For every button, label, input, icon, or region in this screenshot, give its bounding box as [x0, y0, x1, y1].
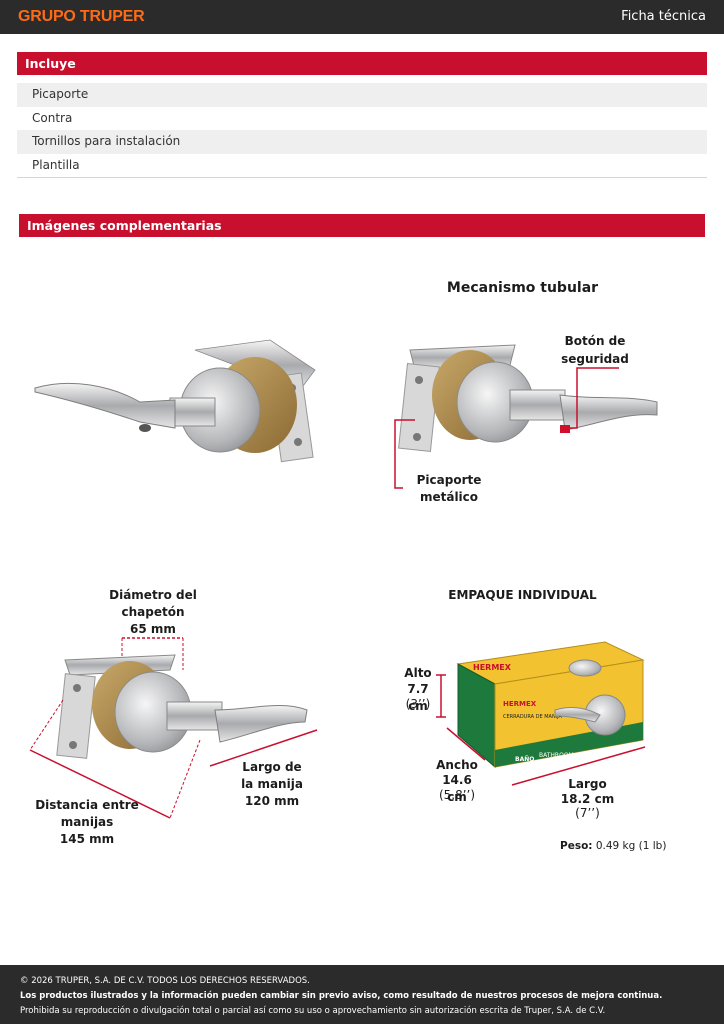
footer-notice: Los productos ilustrados y la informació… — [20, 991, 663, 1001]
dimensions-image — [29, 637, 318, 819]
diameter-label-line-2: chapetón — [121, 605, 185, 619]
distance-label-line-2: manijas — [60, 815, 114, 829]
height-label-line-3: (3’’) — [405, 697, 431, 711]
button-label-line-2: seguridad — [561, 352, 629, 366]
box-brand-front: HERMEX — [503, 700, 537, 708]
weight-info: Peso: 0.49 kg (1 lb) — [560, 838, 675, 855]
handle-length-line-3: 120 mm — [244, 794, 300, 808]
distance-label-line-3: 145 mm — [59, 832, 115, 846]
box-brand: HERMEX — [473, 663, 512, 672]
lever-lock-image — [34, 339, 316, 463]
width-label-line-1: Ancho — [436, 758, 478, 772]
diameter-label-line-3: 65 mm — [130, 622, 176, 636]
footer-copyright: © 2026 TRUPER, S.A. DE C.V. TODOS LOS DE… — [20, 976, 310, 986]
list-item: Contra — [32, 110, 73, 125]
width-label-line-3: (5.8’’) — [438, 788, 476, 802]
package-dimension-lines — [436, 674, 646, 786]
length-label-line-3: (7’’) — [575, 806, 600, 820]
height-label-line-1: Alto — [404, 666, 432, 680]
height-label-line-2: 7.7 cm — [407, 682, 429, 713]
length-label-line-2: 18.2 cm — [560, 792, 615, 806]
box-text-3: BATHROOM — [539, 752, 574, 759]
list-item: Plantilla — [32, 157, 80, 172]
button-label-line-1: Botón de — [564, 334, 626, 348]
handle-length-line-1: Largo de — [242, 760, 302, 774]
brand-logo: GRUPO TRUPER — [18, 8, 145, 25]
length-label-line-1: Largo — [568, 777, 607, 791]
width-label-line-2: 14.6 cm — [442, 773, 472, 804]
weight-value: 0.49 kg (1 lb) — [595, 840, 667, 852]
images-section-title: Imágenes complementarias — [19, 214, 705, 237]
mechanism-title: Mecanismo tubular — [446, 280, 599, 296]
footer-prohibition: Prohibida su reproducción o divulgación … — [20, 1006, 606, 1016]
list-item: Tornillos para instalación — [17, 130, 707, 154]
latch-label: Picaporte metálico — [416, 473, 482, 504]
distance-label-line-1: Distancia entre — [35, 798, 139, 812]
mechanism-image — [394, 344, 658, 489]
box-text-1: CERRADURA DE MANIJA — [503, 714, 563, 720]
package-box-image: HERMEX HERMEX CERRADURA DE MANIJA BAÑO B… — [456, 641, 645, 769]
includes-list: Picaporte Contra Tornillos para instalac… — [17, 83, 707, 178]
weight-label: Peso: — [560, 840, 593, 852]
box-text-2: BAÑO — [515, 756, 534, 763]
footer: © 2026 TRUPER, S.A. DE C.V. TODOS LOS DE… — [0, 965, 724, 1024]
handle-length-line-2: la manija — [241, 777, 303, 791]
diameter-label-line-1: Diámetro del — [109, 588, 197, 602]
top-bar: GRUPO TRUPER Ficha técnica — [0, 0, 724, 34]
list-item: Picaporte — [17, 83, 707, 107]
includes-section-title: Incluye — [17, 52, 707, 75]
package-title: EMPAQUE INDIVIDUAL — [448, 588, 597, 602]
document-type: Ficha técnica — [621, 9, 706, 24]
